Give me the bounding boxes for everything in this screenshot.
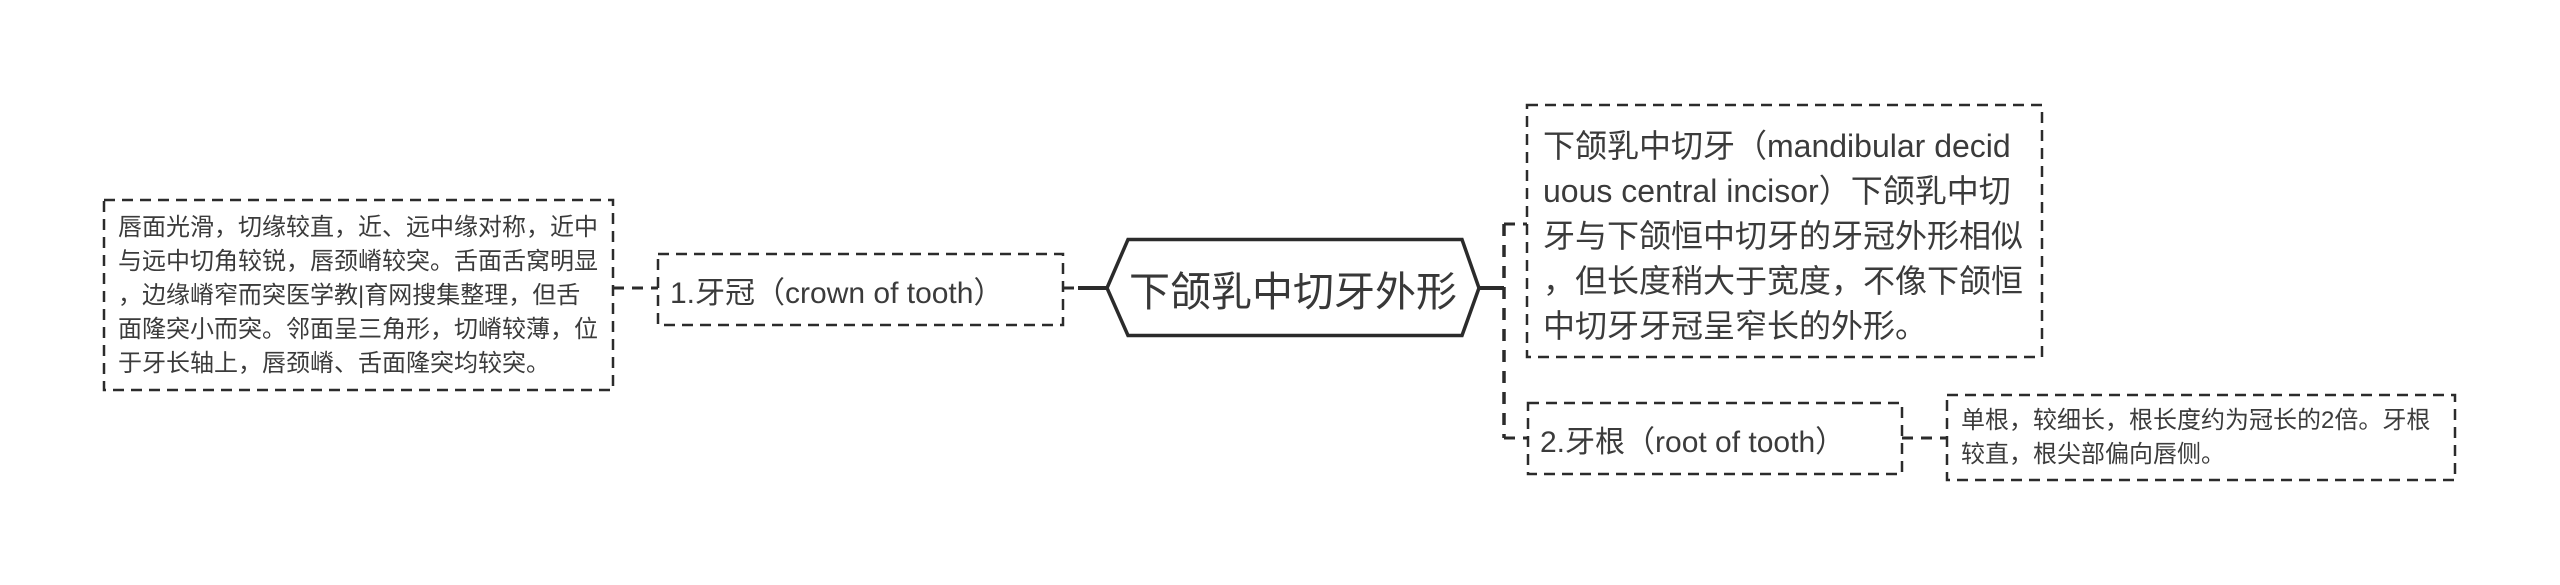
central-node[interactable]: 下颌乳中切牙外形 (1107, 239, 1479, 336)
central-node-shape (1105, 237, 1481, 338)
root-node-label: 2.牙根（root of tooth） (1540, 425, 1846, 459)
note-line: uous central incisor）下颌乳中切 (1543, 173, 2011, 209)
note-line: 中切牙牙冠呈窄长的外形。 (1543, 308, 1928, 344)
note-line: 下颌乳中切牙（mandibular decid (1543, 128, 2011, 164)
root-note[interactable]: 单根，较细长，根长度约为冠长的2倍。牙根 较直，根尖部偏向唇侧。 (1947, 395, 2455, 480)
note-line: 唇面光滑，切缘较直，近、远中缘对称，近中 (118, 214, 598, 241)
note-line: ，但长度稍大于宽度，不像下颌恒 (1543, 263, 2024, 299)
crown-node-label: 1.牙冠（crown of tooth） (670, 276, 1004, 310)
central-node-label: 下颌乳中切牙外形 (1129, 268, 1457, 315)
root-node[interactable]: 2.牙根（root of tooth） (1528, 403, 1902, 474)
note-line: 较直，根尖部偏向唇侧。 (1961, 441, 2225, 468)
crown-node[interactable]: 1.牙冠（crown of tooth） (658, 254, 1063, 325)
note-line: 牙与下颌恒中切牙的牙冠外形相似 (1543, 218, 2024, 254)
note-line: 与远中切角较锐，唇颈嵴较突。舌面舌窝明显 (118, 248, 598, 275)
note-line: ，边缘嵴窄而突医学教|育网搜集整理，但舌 (118, 282, 581, 309)
note-line: 面隆突小而突。邻面呈三角形，切嵴较薄，位 (118, 316, 598, 343)
note-line: 单根，较细长，根长度约为冠长的2倍。牙根 (1961, 407, 2431, 434)
crown-note-border (102, 198, 615, 392)
overview-note[interactable]: 下颌乳中切牙（mandibular decid uous central inc… (1527, 105, 2042, 357)
note-line: 于牙长轴上，唇颈嵴、舌面隆突均较突。 (118, 350, 550, 377)
crown-note[interactable]: 唇面光滑，切缘较直，近、远中缘对称，近中 与远中切角较锐，唇颈嵴较突。舌面舌窝明… (103, 200, 614, 390)
overview-note-border (1525, 103, 2044, 359)
